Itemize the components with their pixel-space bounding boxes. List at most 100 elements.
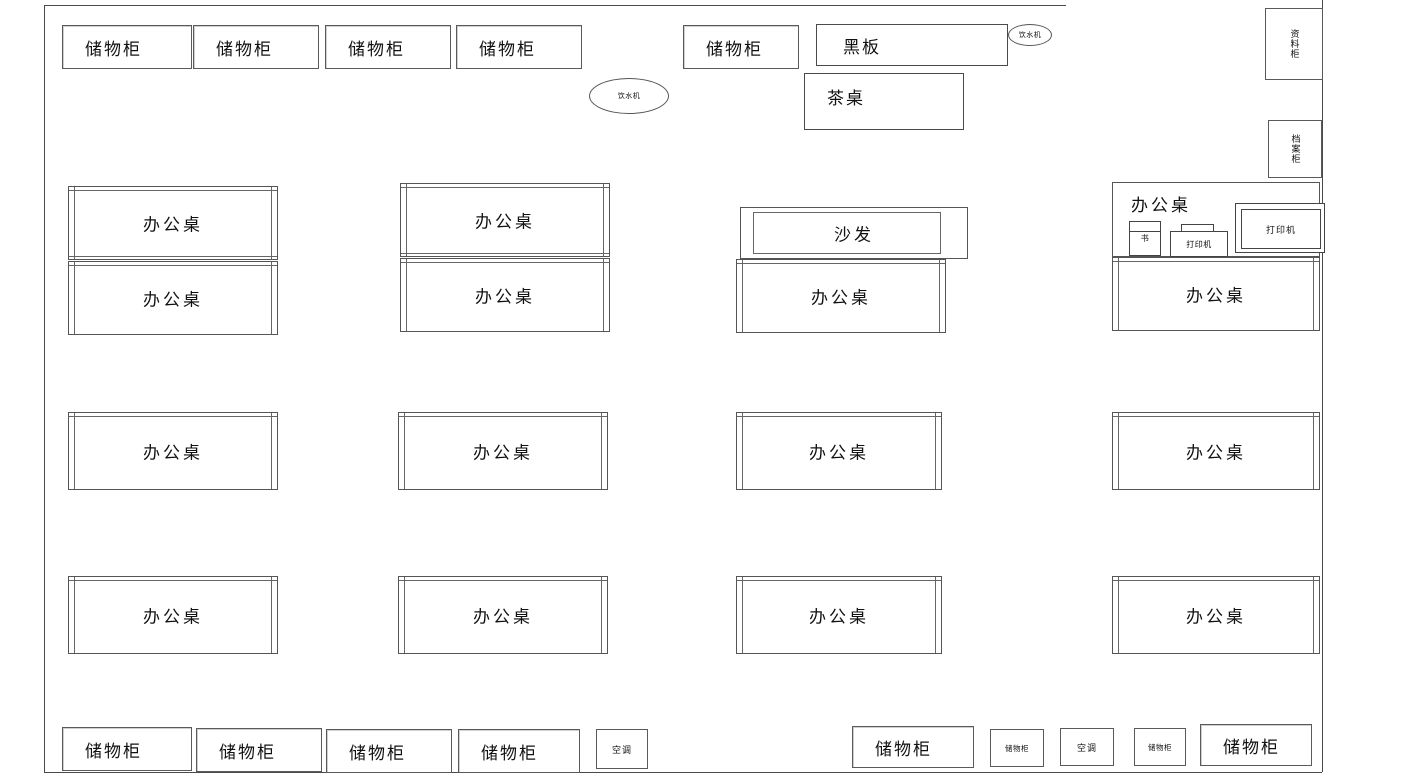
office-desk-row-0-col-3-label: 办公桌 [1186,443,1246,463]
office-desk-pair-0-top-rail-left [74,187,75,259]
office-desk-row-0-col-2[interactable]: 办公桌 [736,412,942,490]
bottom-left-item-0-label: 储物柜 [85,741,142,761]
storage-cabinet-top-1-label: 储物柜 [216,39,273,59]
office-desk-pair-1-top[interactable]: 办公桌 [400,183,610,257]
tea-table[interactable]: 茶桌 [804,73,964,130]
bottom-left-item-1[interactable]: 储物柜 [196,728,322,772]
bottom-left-item-2-label: 储物柜 [349,743,406,763]
storage-cabinet-top-0[interactable]: 储物柜 [62,25,192,69]
office-desk-printer-row-rail-left [1118,258,1119,330]
printer-small[interactable]: 打印机 [1170,231,1228,257]
office-desk-pair-0-bottom-rail-top [69,265,277,266]
office-desk-pair-1-bottom-label: 办公桌 [475,287,535,307]
office-desk-row-0-col-0[interactable]: 办公桌 [68,412,278,490]
blackboard[interactable]: 黑板 [816,24,1008,66]
equipment-box-label: 书 [1140,234,1150,243]
storage-cabinet-top-2[interactable]: 储物柜 [325,25,451,69]
office-desk-row-1-col-2[interactable]: 办公桌 [736,576,942,654]
water-dispenser-label-0: 饮水机 [617,93,641,100]
office-desk-row-0-col-3-rail-left [1118,413,1119,489]
office-desk-printer-row[interactable]: 办公桌 [1112,257,1320,331]
wall-left [44,5,45,772]
office-desk-pair-1-top-rail-right [603,184,604,256]
office-desk-pair-1-top-rail-left [406,184,407,256]
wall-right-upper-stub [1322,0,1323,190]
printer-small-lid [1181,224,1214,232]
office-desk-row-1-col-1[interactable]: 办公桌 [398,576,608,654]
office-desk-row-0-col-0-label: 办公桌 [143,443,203,463]
printer-small-label: 打印机 [1186,239,1212,249]
printer-large-label: 打印机 [1265,224,1296,235]
office-desk-sofa-row-rail-right [939,260,940,332]
office-desk-row-0-col-1[interactable]: 办公桌 [398,412,608,490]
office-desk-pair-1-top-rail-bottom [401,253,609,254]
bottom-left-item-4[interactable]: 空调 [596,729,648,769]
office-desk-sofa-row[interactable]: 办公桌 [736,259,946,333]
bottom-right-item-4-label: 储物柜 [1223,737,1280,757]
bottom-left-item-3[interactable]: 储物柜 [458,729,580,773]
printer-station-title: 办公桌 [1131,196,1191,215]
equipment-box[interactable]: 书 [1129,221,1161,256]
sofa-seat [753,212,941,254]
office-desk-pair-1-top-label: 办公桌 [475,212,535,232]
office-desk-row-0-col-2-label: 办公桌 [809,443,869,463]
storage-cabinet-top-3-label: 储物柜 [479,39,536,59]
water-dispenser-icon-0[interactable]: 饮水机 [589,78,669,114]
bottom-left-item-4-label: 空调 [611,744,632,755]
office-desk-pair-0-top[interactable]: 办公桌 [68,186,278,260]
bottom-right-item-4[interactable]: 储物柜 [1200,724,1312,766]
office-desk-sofa-row-label: 办公桌 [811,288,871,308]
water-dispenser-icon-1[interactable]: 饮水机 [1008,24,1052,46]
office-desk-row-1-col-3[interactable]: 办公桌 [1112,576,1320,654]
office-desk-pair-0-top-rail-right [271,187,272,259]
office-desk-pair-0-bottom-rail-right [271,262,272,334]
bottom-right-item-2[interactable]: 空调 [1060,728,1114,766]
storage-cabinet-top-1[interactable]: 储物柜 [193,25,319,69]
office-desk-row-0-col-0-rail-left [74,413,75,489]
office-desk-row-1-col-3-rail-left [1118,577,1119,653]
office-desk-row-0-col-2-rail-left [742,413,743,489]
office-desk-row-0-col-3-rail-top [1113,416,1319,417]
office-desk-pair-0-bottom[interactable]: 办公桌 [68,261,278,335]
vertical-cabinet-label-1: 档案柜 [1290,134,1301,164]
bottom-right-item-1-label: 储物柜 [1005,743,1029,753]
storage-cabinet-top-4-label: 储物柜 [706,39,763,59]
bottom-right-item-2-label: 空调 [1076,742,1097,753]
bottom-right-item-0-label: 储物柜 [875,739,932,759]
office-desk-row-1-col-1-rail-top [399,580,607,581]
office-desk-pair-1-top-rail-top [401,187,609,188]
office-desk-row-1-col-1-rail-left [404,577,405,653]
office-desk-row-0-col-0-rail-right [271,413,272,489]
office-desk-row-1-col-2-rail-right [935,577,936,653]
vertical-cabinet-1[interactable]: 档案柜 [1268,120,1322,178]
office-desk-row-1-col-3-rail-top [1113,580,1319,581]
vertical-cabinet-0[interactable]: 资料柜 [1265,8,1323,80]
printer-large[interactable]: 打印机 [1241,209,1321,249]
printer-station-desk[interactable]: 办公桌书打印机打印机 [1112,182,1325,257]
bottom-right-item-0[interactable]: 储物柜 [852,726,974,768]
storage-cabinet-top-3[interactable]: 储物柜 [456,25,582,69]
office-desk-row-1-col-0[interactable]: 办公桌 [68,576,278,654]
office-desk-printer-row-label: 办公桌 [1186,286,1246,306]
office-desk-pair-1-bottom[interactable]: 办公桌 [400,258,610,332]
office-desk-printer-row-rail-top [1113,261,1319,262]
storage-cabinet-top-4[interactable]: 储物柜 [683,25,799,69]
bottom-right-item-3-label: 储物柜 [1148,742,1172,752]
bottom-right-item-3[interactable]: 储物柜 [1134,728,1186,766]
office-desk-row-1-col-0-rail-left [74,577,75,653]
office-desk-row-1-col-3-rail-right [1313,577,1314,653]
sofa-label: 沙发 [834,225,874,245]
office-desk-row-1-col-1-label: 办公桌 [473,607,533,627]
office-desk-row-1-col-2-label: 办公桌 [809,607,869,627]
bottom-right-item-1[interactable]: 储物柜 [990,729,1044,767]
office-desk-pair-0-bottom-rail-left [74,262,75,334]
office-desk-pair-0-bottom-label: 办公桌 [143,290,203,310]
office-desk-row-0-col-3[interactable]: 办公桌 [1112,412,1320,490]
bottom-left-item-0[interactable]: 储物柜 [62,727,192,771]
bottom-left-item-2[interactable]: 储物柜 [326,729,452,773]
office-desk-row-0-col-2-rail-top [737,416,941,417]
office-desk-row-1-col-3-label: 办公桌 [1186,607,1246,627]
sofa[interactable]: 沙发 [740,207,968,259]
equipment-box-divider [1130,231,1160,232]
office-desk-row-1-col-0-rail-top [69,580,277,581]
